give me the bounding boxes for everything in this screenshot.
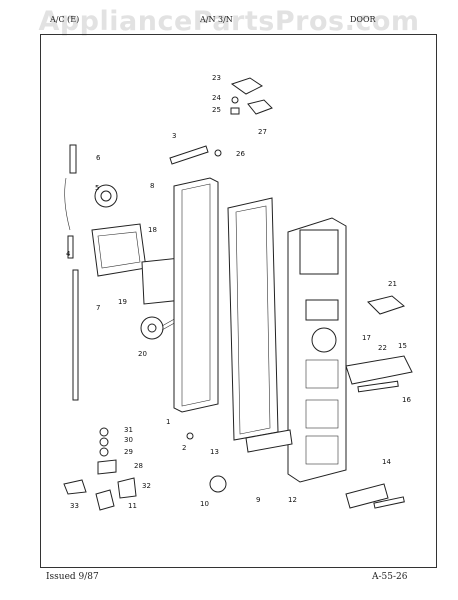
inner-door-12: [287, 217, 347, 483]
callout-12: 12: [288, 496, 297, 504]
callout-24: 24: [212, 94, 221, 102]
door-gasket-13: [227, 197, 279, 441]
callout-20: 20: [138, 350, 147, 358]
top-hinge-assembly: [230, 77, 273, 115]
callout-7: 7: [96, 304, 100, 312]
callout-15: 15: [398, 342, 407, 350]
callout-30: 30: [124, 436, 133, 444]
callout-14: 14: [382, 458, 391, 466]
screw-2: [186, 432, 194, 440]
watermark: AppliancePartsPros.com: [38, 6, 420, 37]
callout-28: 28: [134, 462, 143, 470]
callout-17: 17: [362, 334, 371, 342]
callout-6: 6: [96, 154, 101, 162]
header-right: DOOR: [350, 15, 376, 24]
callout-32: 32: [142, 482, 151, 490]
housing-18: [91, 223, 147, 277]
callout-21: 21: [388, 280, 397, 288]
callout-1: 1: [166, 418, 170, 426]
handle-14: [345, 483, 389, 509]
callout-33: 33: [70, 502, 79, 510]
callout-10: 10: [200, 500, 209, 508]
strip-7: [72, 269, 79, 401]
bar-9: [245, 429, 293, 453]
callout-11: 11: [128, 502, 137, 510]
callout-9: 9: [256, 496, 260, 504]
diagram-frame: [40, 34, 437, 568]
callout-2: 2: [182, 444, 186, 452]
callout-3: 3: [172, 132, 176, 140]
callout-13: 13: [210, 448, 219, 456]
issued-date: Issued 9/87: [46, 572, 99, 582]
strip-4: [67, 235, 74, 259]
trim-16b: [373, 496, 405, 509]
header-left: A/C (E): [50, 15, 80, 24]
callout-4: 4: [66, 250, 71, 258]
callout-8: 8: [150, 182, 154, 190]
callout-5: 5: [95, 184, 99, 192]
lower-hinge-assembly: [63, 427, 137, 511]
cable-assembly-5: [64, 177, 118, 231]
callout-25: 25: [212, 106, 221, 114]
header-middle: A/N 3/N: [200, 15, 233, 24]
door-panel-8: [173, 177, 219, 413]
callout-23: 23: [212, 74, 221, 82]
callout-22: 22: [378, 344, 387, 352]
part-10: [209, 475, 227, 493]
callout-29: 29: [124, 448, 133, 456]
top-bracket: [169, 145, 209, 165]
screw-26: [214, 149, 222, 157]
callout-19: 19: [118, 298, 127, 306]
callout-31: 31: [124, 426, 133, 434]
trim-strip-6: [69, 144, 77, 174]
callout-27: 27: [258, 128, 267, 136]
callout-26: 26: [236, 150, 245, 158]
page-code: A-55-26: [372, 572, 408, 582]
bracket-21: [367, 295, 406, 315]
door-bin-15: [345, 355, 413, 393]
callout-16: 16: [402, 396, 411, 404]
callout-18: 18: [148, 226, 157, 234]
